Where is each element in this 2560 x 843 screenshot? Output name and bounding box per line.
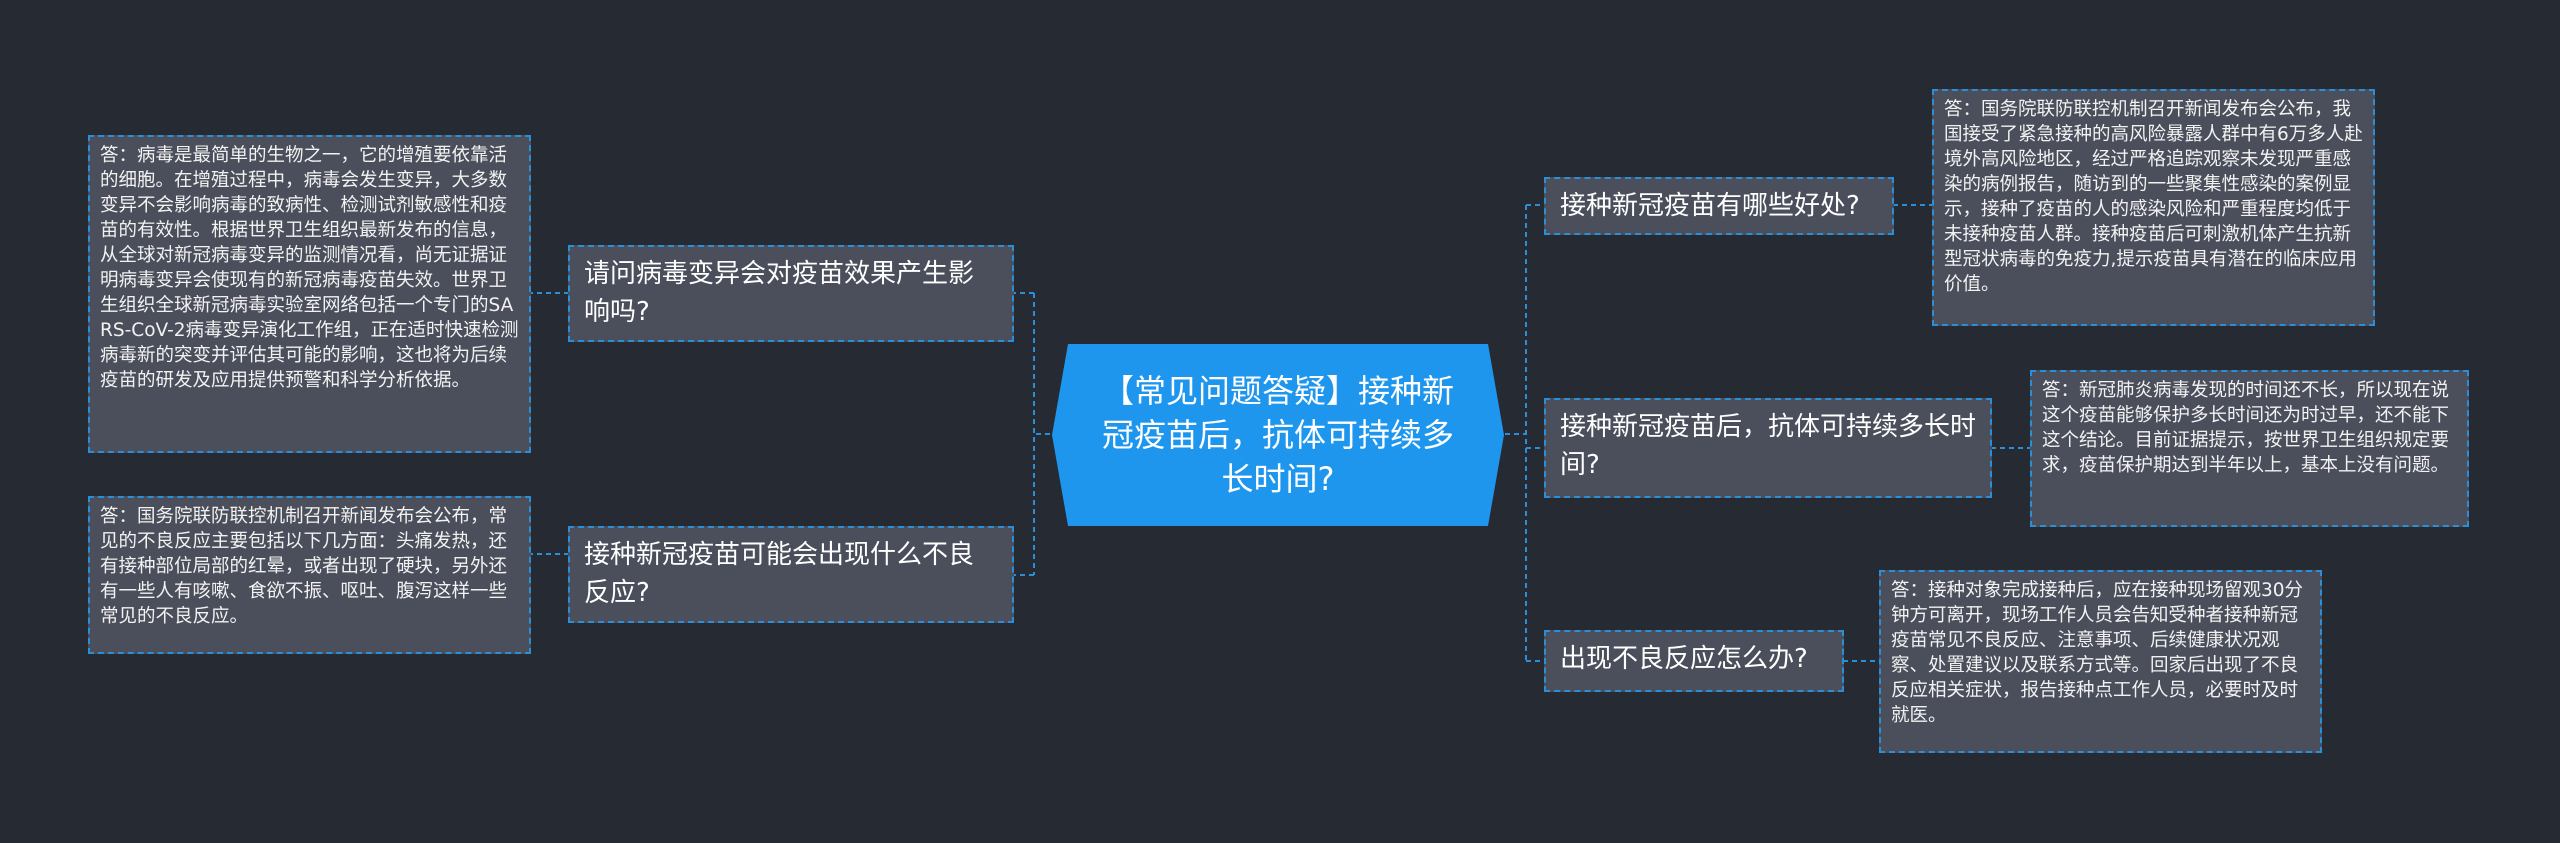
right-answer-1-text: 答：国务院联防联控机制召开新闻发布会公布，我国接受了紧急接种的高风险暴露人群中有… bbox=[1944, 99, 2363, 295]
right-topic-1[interactable]: 接种新冠疫苗有哪些好处? bbox=[1544, 177, 1894, 235]
right-topic-2-label: 接种新冠疫苗后，抗体可持续多长时间? bbox=[1560, 412, 1977, 480]
left-topic-2-label: 接种新冠疫苗可能会出现什么不良反应? bbox=[584, 540, 975, 608]
left-topic-1[interactable]: 请问病毒变异会对疫苗效果产生影响吗? bbox=[568, 245, 1014, 342]
right-answer-2[interactable]: 答：新冠肺炎病毒发现的时间还不长，所以现在说这个疫苗能够保护多长时间还为时过早，… bbox=[2030, 370, 2469, 527]
left-answer-2-text: 答：国务院联防联控机制召开新闻发布会公布，常见的不良反应主要包括以下几方面：头痛… bbox=[100, 506, 508, 627]
right-topic-3-label: 出现不良反应怎么办? bbox=[1560, 644, 1808, 674]
right-topic-3[interactable]: 出现不良反应怎么办? bbox=[1544, 630, 1844, 692]
right-topic-2[interactable]: 接种新冠疫苗后，抗体可持续多长时间? bbox=[1544, 398, 1992, 498]
left-answer-2[interactable]: 答：国务院联防联控机制召开新闻发布会公布，常见的不良反应主要包括以下几方面：头痛… bbox=[88, 496, 531, 654]
left-answer-1-text: 答：病毒是最简单的生物之一，它的增殖要依靠活的细胞。在增殖过程中，病毒会发生变异… bbox=[100, 145, 519, 391]
right-answer-3-text: 答：接种对象完成接种后，应在接种现场留观30分钟方可离开，现场工作人员会告知受种… bbox=[1891, 580, 2304, 726]
central-topic-title: 【常见问题答疑】接种新冠疫苗后，抗体可持续多长时间? bbox=[1101, 372, 1454, 498]
central-topic[interactable]: 【常见问题答疑】接种新冠疫苗后，抗体可持续多长时间? bbox=[1052, 344, 1504, 526]
right-answer-2-text: 答：新冠肺炎病毒发现的时间还不长，所以现在说这个疫苗能够保护多长时间还为时过早，… bbox=[2042, 380, 2450, 476]
left-answer-1[interactable]: 答：病毒是最简单的生物之一，它的增殖要依靠活的细胞。在增殖过程中，病毒会发生变异… bbox=[88, 135, 531, 453]
left-topic-1-label: 请问病毒变异会对疫苗效果产生影响吗? bbox=[584, 259, 975, 327]
right-answer-3[interactable]: 答：接种对象完成接种后，应在接种现场留观30分钟方可离开，现场工作人员会告知受种… bbox=[1879, 570, 2322, 753]
left-topic-2[interactable]: 接种新冠疫苗可能会出现什么不良反应? bbox=[568, 526, 1014, 623]
right-answer-1[interactable]: 答：国务院联防联控机制召开新闻发布会公布，我国接受了紧急接种的高风险暴露人群中有… bbox=[1932, 89, 2375, 326]
right-topic-1-label: 接种新冠疫苗有哪些好处? bbox=[1560, 191, 1860, 221]
